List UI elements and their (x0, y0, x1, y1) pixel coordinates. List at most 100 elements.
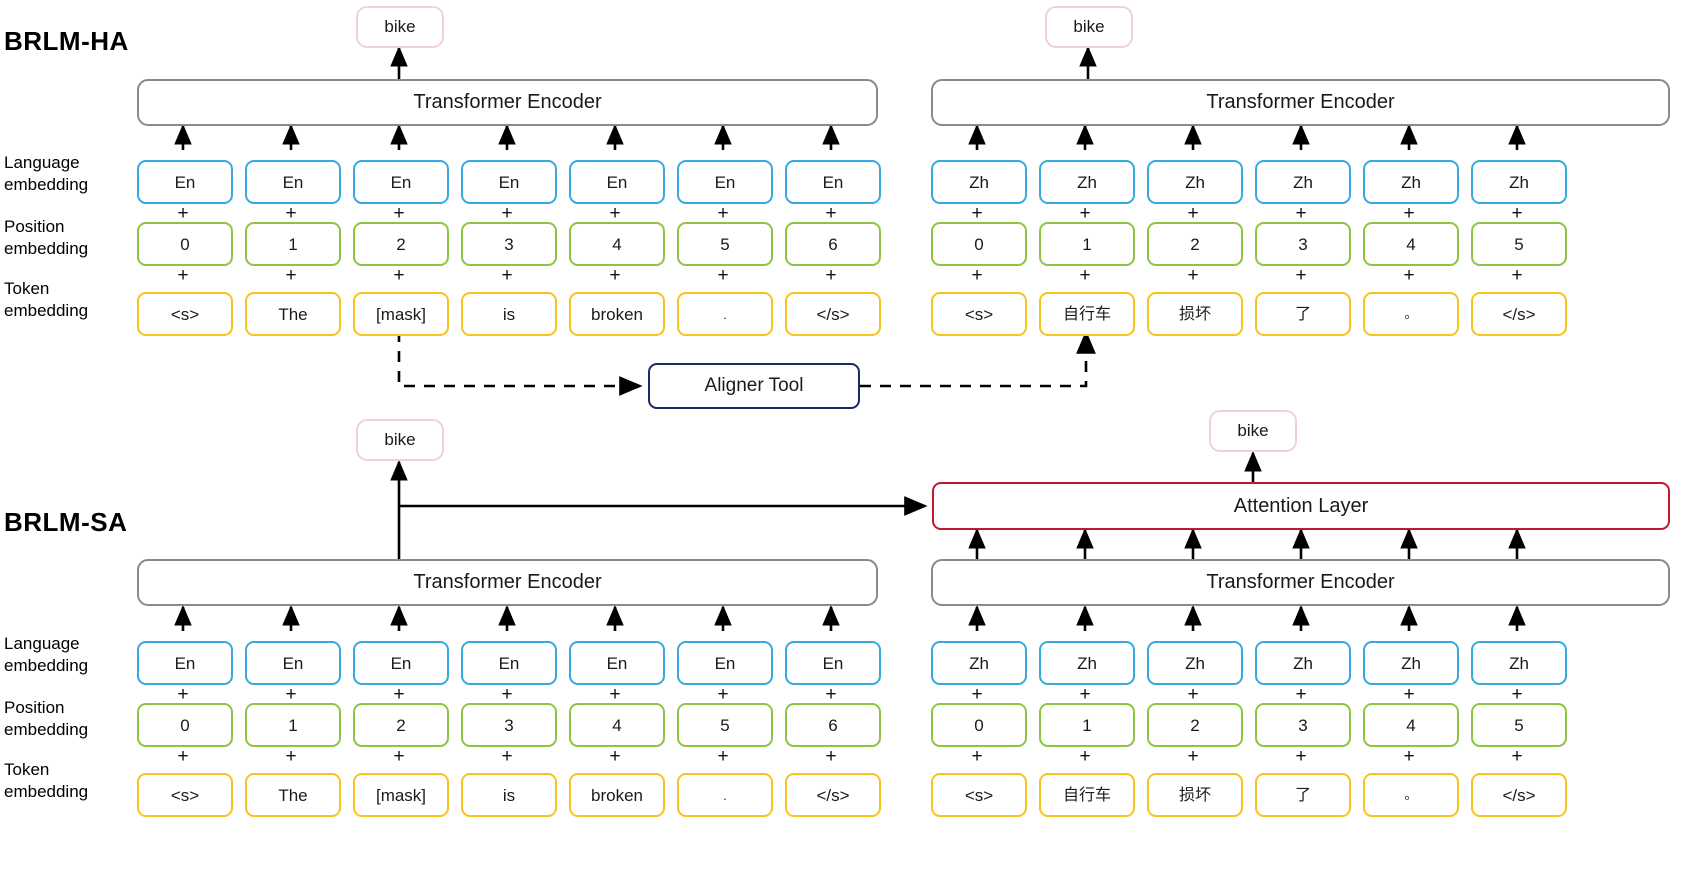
plus-sign: + (609, 746, 621, 767)
ha-zh-token-cell: 了 (1255, 292, 1351, 336)
plus-sign: + (1403, 265, 1415, 286)
plus-sign: + (1511, 746, 1523, 767)
plus-sign: + (177, 684, 189, 705)
sa-zh-language-cell: Zh (1255, 641, 1351, 685)
sa-en-token-cell: . (677, 773, 773, 817)
plus-sign: + (609, 684, 621, 705)
plus-sign: + (393, 265, 405, 286)
ha-en-language-cell: En (137, 160, 233, 204)
sa-zh-language-cell: Zh (1471, 641, 1567, 685)
plus-sign: + (1295, 684, 1307, 705)
dashed-mask-to-aligner (397, 331, 643, 396)
sa-en-position-cell: 4 (569, 703, 665, 747)
ha-zh-language-cell: Zh (1039, 160, 1135, 204)
ha-zh-language-cell: Zh (1363, 160, 1459, 204)
sa-zh-token-cell: 自行车 (1039, 773, 1135, 817)
ha-en-position-cell: 3 (461, 222, 557, 266)
plus-sign: + (501, 684, 513, 705)
sa-en-language-cell: En (137, 641, 233, 685)
plus-sign: + (501, 746, 513, 767)
ha-zh-position-cell: 4 (1363, 222, 1459, 266)
sa-zh-language-cell: Zh (1039, 641, 1135, 685)
plus-sign: + (717, 203, 729, 224)
plus-sign: + (177, 203, 189, 224)
output-bubble-sa-en: bike (356, 419, 444, 461)
plus-sign: + (971, 265, 983, 286)
sa-en-language-cell: En (677, 641, 773, 685)
ha-en-position-cell: 1 (245, 222, 341, 266)
ha-en-position-cell: 5 (677, 222, 773, 266)
output-bubble-sa-attention: bike (1209, 410, 1297, 452)
ha-en-token-cell: broken (569, 292, 665, 336)
dashed-aligner-to-zh (860, 330, 1096, 388)
encoder-ha-en: Transformer Encoder (137, 79, 878, 126)
upward-arrows-ha-zh (968, 123, 1526, 150)
sa-zh-language-cell: Zh (1147, 641, 1243, 685)
sa-zh-position-cell: 2 (1147, 703, 1243, 747)
ha-zh-position-cell: 3 (1255, 222, 1351, 266)
sa-en-token-cell: <s> (137, 773, 233, 817)
plus-sign: + (285, 684, 297, 705)
upward-arrows-ha-en (174, 123, 840, 150)
ha-en-token-cell: is (461, 292, 557, 336)
plus-sign: + (1511, 684, 1523, 705)
sa-en-language-cell: En (785, 641, 881, 685)
encoder-sa-zh: Transformer Encoder (931, 559, 1670, 606)
ha-en-position-cell: 4 (569, 222, 665, 266)
ha-en-position-cell: 0 (137, 222, 233, 266)
plus-sign: + (1079, 265, 1091, 286)
ha-en-language-cell: En (461, 160, 557, 204)
plus-sign: + (1079, 203, 1091, 224)
sa-zh-token-cell: 损坏 (1147, 773, 1243, 817)
plus-sign: + (1403, 203, 1415, 224)
ha-en-token-cell: <s> (137, 292, 233, 336)
plus-sign: + (717, 265, 729, 286)
sa-en-language-cell: En (569, 641, 665, 685)
plus-sign: + (825, 746, 837, 767)
plus-sign: + (501, 265, 513, 286)
attention-layer[interactable]: Attention Layer (932, 482, 1670, 530)
ha-en-language-cell: En (245, 160, 341, 204)
ha-zh-language-cell: Zh (1471, 160, 1567, 204)
sa-zh-language-cell: Zh (1363, 641, 1459, 685)
plus-sign: + (1295, 265, 1307, 286)
sa-zh-token-cell: </s> (1471, 773, 1567, 817)
ha-en-position-cell: 2 (353, 222, 449, 266)
sa-en-position-cell: 3 (461, 703, 557, 747)
row-label-language-sa: Language embedding (4, 634, 89, 675)
plus-sign: + (825, 265, 837, 286)
plus-sign: + (177, 265, 189, 286)
sa-zh-token-cell: <s> (931, 773, 1027, 817)
ha-en-token-cell: . (677, 292, 773, 336)
plus-sign: + (393, 203, 405, 224)
plus-sign: + (717, 746, 729, 767)
aligner-tool[interactable]: Aligner Tool (648, 363, 860, 409)
sa-zh-language-cell: Zh (931, 641, 1027, 685)
row-label-position-ha: Position embedding (4, 217, 89, 258)
output-bubble-ha-zh: bike (1045, 6, 1133, 48)
sa-en-token-cell: [mask] (353, 773, 449, 817)
plus-sign: + (285, 746, 297, 767)
ha-zh-token-cell: 自行车 (1039, 292, 1135, 336)
row-label-position-sa: Position embedding (4, 698, 89, 739)
arrows-sa-encoder-to-attention (968, 527, 1526, 559)
plus-sign: + (971, 746, 983, 767)
ha-en-language-cell: En (353, 160, 449, 204)
plus-sign: + (285, 203, 297, 224)
sa-en-token-cell: The (245, 773, 341, 817)
plus-sign: + (1403, 684, 1415, 705)
sa-en-token-cell: </s> (785, 773, 881, 817)
sa-zh-position-cell: 4 (1363, 703, 1459, 747)
ha-zh-token-cell: 。 (1363, 292, 1459, 336)
sa-zh-token-cell: 。 (1363, 773, 1459, 817)
ha-zh-token-cell: <s> (931, 292, 1027, 336)
plus-sign: + (971, 203, 983, 224)
sa-zh-token-cell: 了 (1255, 773, 1351, 817)
ha-zh-position-cell: 0 (931, 222, 1027, 266)
plus-sign: + (971, 684, 983, 705)
ha-zh-language-cell: Zh (1147, 160, 1243, 204)
plus-sign: + (1187, 265, 1199, 286)
row-label-token-ha: Token embedding (4, 279, 89, 320)
sa-en-position-cell: 6 (785, 703, 881, 747)
sa-zh-position-cell: 5 (1471, 703, 1567, 747)
